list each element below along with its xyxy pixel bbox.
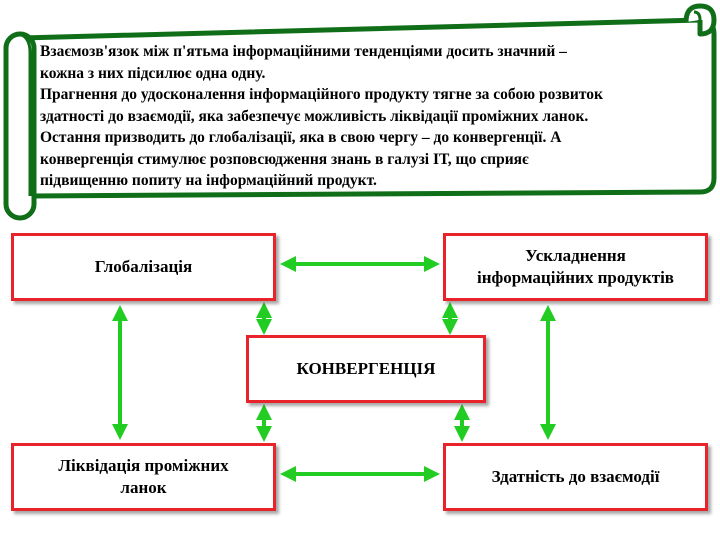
node-globalization: Глобалізація xyxy=(11,233,276,301)
scroll-roll-left-inner xyxy=(19,32,32,196)
scroll-text: Взаємозв'язок між п'ятьма інформаційними… xyxy=(40,41,710,192)
scroll-line: Взаємозв'язок між п'ятьма інформаційними… xyxy=(40,43,567,60)
node-convergence: КОНВЕРГЕНЦІЯ xyxy=(246,335,486,403)
scroll-line: здатності до взаємодії, яка забезпечує м… xyxy=(40,107,589,125)
node-label: КОНВЕРГЕНЦІЯ xyxy=(296,359,436,378)
node-label-line: Ліквідація проміжних xyxy=(58,456,229,475)
scroll-line: конвергенція стимулює розповсюдження зна… xyxy=(40,150,529,168)
scroll-curl-right-inner xyxy=(693,10,702,30)
node-label-line: інформаційних продуктів xyxy=(476,268,674,287)
node-liquidation: Ліквідація проміжних ланок xyxy=(11,443,276,511)
node-label-line: ланок xyxy=(120,478,167,497)
scroll-line: кожна з них підсилює одна одну. xyxy=(40,64,266,82)
node-label: Ліквідація проміжних ланок xyxy=(58,455,228,499)
node-label: Здатність до взаємодії xyxy=(491,467,660,486)
scroll-line: підвищенню попиту на інформаційний проду… xyxy=(40,172,377,189)
scroll-line: Прагнення до удосконалення інформаційног… xyxy=(40,86,603,103)
node-label-line: Ускладнення xyxy=(525,246,626,265)
node-label: Глобалізація xyxy=(94,257,193,276)
node-interaction: Здатність до взаємодії xyxy=(443,443,708,511)
node-complication: Ускладнення інформаційних продуктів xyxy=(443,233,708,301)
node-label: Ускладнення інформаційних продуктів xyxy=(477,245,674,289)
scroll-line: Остання призводить до глобалізації, яка … xyxy=(40,129,562,146)
